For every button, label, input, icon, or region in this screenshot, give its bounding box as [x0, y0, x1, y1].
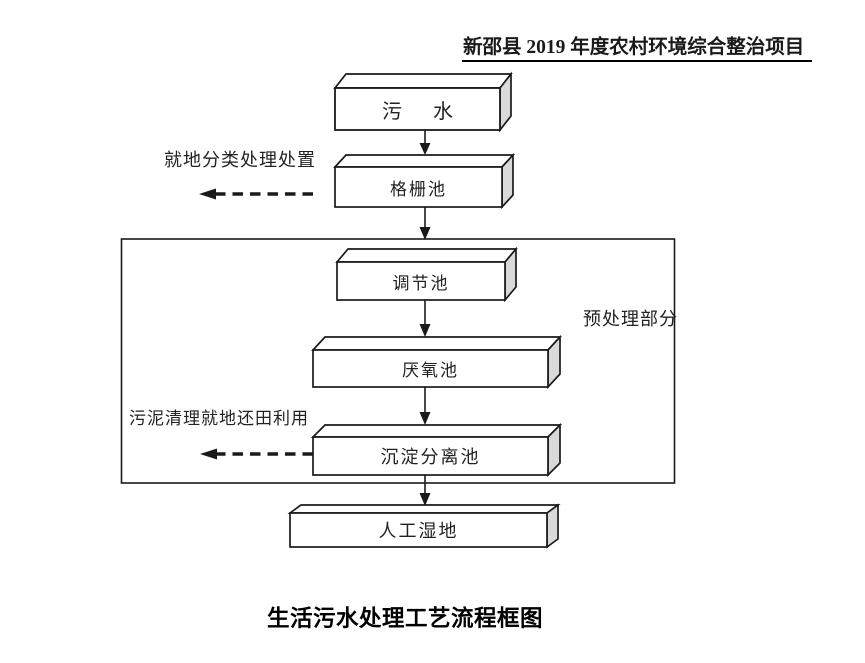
box-right-face [546, 503, 559, 549]
box-front-face [312, 436, 549, 476]
flow-arrow-3 [419, 300, 431, 337]
arrow-head-down-icon [419, 324, 431, 337]
box-constructed-wetland-shape [287, 503, 561, 549]
box-top-face [310, 424, 563, 438]
dashed-arrow-sludge [200, 448, 313, 460]
annotation-sludge-reuse: 污泥清理就地还田利用 [129, 409, 309, 428]
box-sewage-shape [333, 71, 513, 133]
flow-arrow-5 [419, 475, 431, 506]
annotation-pretreat-section: 预处理部分 [583, 309, 678, 329]
flow-arrow-4 [419, 387, 431, 425]
arrow-head-down-icon [419, 143, 431, 155]
arrow-head-left-icon [200, 448, 217, 460]
box-sedimentation-pool-shape [310, 422, 563, 478]
arrow-head-left-icon [199, 188, 216, 200]
flow-arrow-1 [419, 130, 431, 155]
box-top-face [333, 154, 515, 168]
box-label-screen-pool: 格栅池 [390, 179, 447, 199]
box-top-face [333, 73, 513, 89]
box-label-sewage: 污 水 [382, 100, 453, 123]
flow-arrow-2 [419, 207, 431, 240]
box-label-sedimentation-pool: 沉淀分离池 [380, 447, 481, 467]
box-top-face [311, 336, 562, 351]
box-anaerobic-pool-shape [311, 334, 562, 390]
box-front-face [289, 512, 548, 548]
arrow-head-down-icon [419, 227, 431, 240]
box-front-face [336, 261, 506, 301]
box-front-face [312, 349, 549, 388]
annotation-onsite-disposal: 就地分类处理处置 [164, 150, 316, 170]
box-screen-pool-shape [333, 152, 515, 210]
box-label-constructed-wetland: 人工湿地 [378, 521, 459, 541]
box-front-face [334, 87, 501, 131]
box-top-face [287, 504, 561, 514]
box-regulating-pool-shape [335, 246, 518, 303]
arrow-head-down-icon [419, 493, 431, 506]
pretreatment-group-rect [120, 238, 676, 484]
diagram-caption-title: 生活污水处理工艺流程框图 [267, 606, 544, 631]
box-label-anaerobic-pool: 厌氧池 [402, 361, 459, 380]
arrow-head-down-icon [419, 412, 431, 425]
box-front-face [334, 166, 503, 208]
box-label-regulating-pool: 调节池 [392, 273, 450, 293]
document-header-title: 新邵县 2019 年度农村环境综合整治项目 [462, 37, 813, 62]
dashed-arrow-onsite [199, 188, 313, 200]
box-top-face [335, 248, 518, 263]
